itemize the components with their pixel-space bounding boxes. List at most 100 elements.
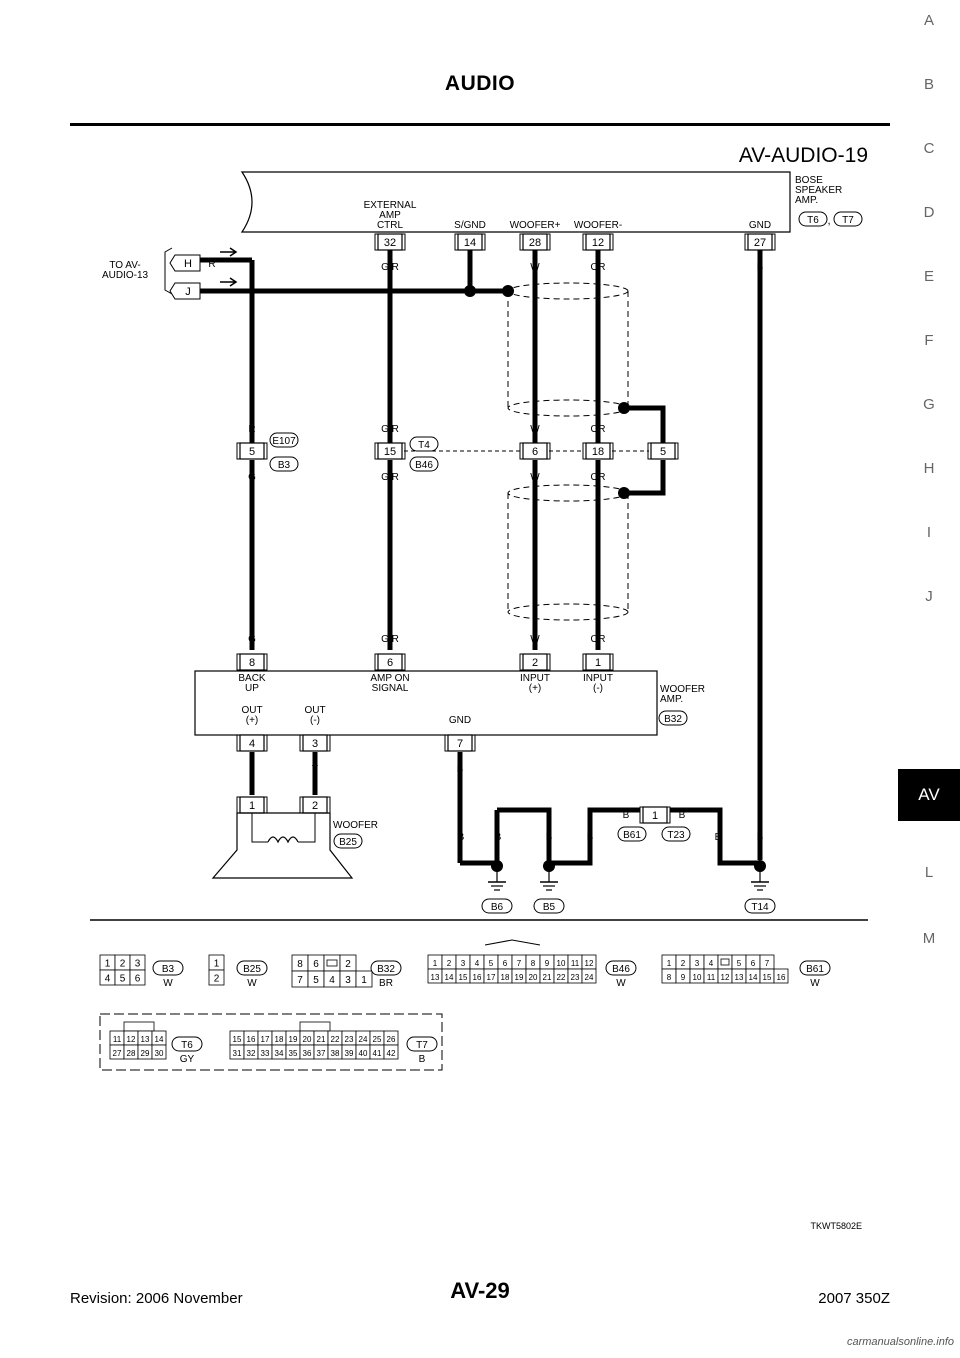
svg-text:23: 23	[345, 1035, 354, 1044]
amp-wire-top-8: G	[248, 634, 256, 645]
wire-label-b-l6: B	[757, 832, 764, 843]
view-badge-t7	[406, 1036, 438, 1052]
svg-text:5: 5	[313, 975, 319, 986]
view-badge-b32-label: B32	[377, 964, 395, 975]
shield-bottom-lower	[507, 603, 629, 621]
section-tab-g[interactable]: G	[923, 396, 935, 413]
connector-separator: ,	[827, 215, 830, 227]
svg-text:2: 2	[681, 959, 686, 968]
section-tab-i[interactable]: I	[926, 524, 932, 541]
amp-pin-label-4: OUT(+)	[241, 705, 262, 726]
svg-text:1: 1	[667, 959, 672, 968]
connector-badge-t14-label: T14	[751, 902, 769, 913]
svg-text:13: 13	[735, 973, 744, 982]
figure-code: TKWT5802E	[810, 1221, 862, 1231]
bose-pin-27-label: 27	[754, 237, 766, 249]
svg-text:16: 16	[473, 973, 482, 982]
view-badge-b25-label: B25	[243, 964, 261, 975]
wire-label-b-l5: B	[715, 832, 722, 843]
connector-badge-t23-label: T23	[667, 830, 685, 841]
section-tab-a[interactable]: A	[923, 12, 934, 29]
t6-key	[123, 1021, 155, 1032]
page-title: AUDIO	[444, 72, 516, 95]
svg-text:3: 3	[461, 959, 466, 968]
terminal-h	[169, 254, 201, 272]
svg-text:17: 17	[487, 973, 496, 982]
to-ref-brace	[164, 247, 173, 295]
svg-text:18: 18	[275, 1035, 284, 1044]
view-badge-b61	[799, 960, 831, 976]
svg-text:12: 12	[127, 1035, 136, 1044]
section-tab-b[interactable]: B	[923, 76, 934, 93]
svg-text:11: 11	[113, 1035, 122, 1044]
svg-text:19: 19	[515, 973, 524, 982]
mid-wire-top-2: W	[530, 424, 540, 435]
svg-text:16: 16	[777, 973, 786, 982]
view-color-t7: B	[419, 1054, 426, 1065]
section-tab-e[interactable]: E	[923, 268, 934, 285]
watermark: carmanualsonline.info	[846, 1336, 954, 1348]
amp-pin-top-1-label: 1	[595, 657, 601, 669]
svg-text:11: 11	[707, 973, 716, 982]
connector-badge-t4	[409, 436, 439, 452]
connector-badge-b3-label: B3	[278, 460, 291, 471]
section-tab-f[interactable]: F	[924, 332, 934, 349]
svg-text:21: 21	[317, 1035, 326, 1044]
svg-text:14: 14	[155, 1035, 164, 1044]
view-color-b46: W	[616, 978, 626, 989]
mid-pin-4-label: 5	[660, 446, 666, 458]
section-tab-h[interactable]: H	[923, 460, 935, 477]
mid-wire-top-1: G/R	[381, 424, 399, 435]
section-tab-c[interactable]: C	[923, 140, 935, 157]
svg-text:2: 2	[447, 959, 452, 968]
connector-badge-b5	[533, 898, 565, 914]
section-tab-m[interactable]: M	[922, 930, 936, 947]
svg-text:32: 32	[247, 1049, 256, 1058]
svg-text:2: 2	[214, 974, 220, 985]
bose-pin-label-28: WOOFER+	[510, 220, 561, 231]
connector-badge-b46	[409, 456, 439, 472]
bose-pin-12-label: 12	[592, 237, 604, 249]
revision-text: Revision: 2006 November	[70, 1290, 243, 1307]
amp-wire-top-2: W	[530, 634, 540, 645]
bose-pin-label-14: S/GND	[454, 220, 486, 231]
svg-text:5: 5	[489, 959, 494, 968]
section-tab-av[interactable]: AV	[898, 769, 960, 821]
svg-text:13: 13	[141, 1035, 150, 1044]
connector-badge-b32	[658, 710, 688, 726]
view-b25: 12	[208, 954, 225, 986]
svg-text:22: 22	[331, 1035, 340, 1044]
connector-badge-b6-label: B6	[491, 902, 504, 913]
wire-label-b-l4: B	[587, 832, 594, 843]
svg-text:3: 3	[345, 975, 351, 986]
connector-badge-b25-label: B25	[339, 837, 357, 848]
svg-text:1: 1	[214, 959, 220, 970]
view-color-b61: W	[810, 978, 820, 989]
joint-wire-right: B	[679, 810, 686, 821]
section-tab-l[interactable]: L	[924, 864, 934, 881]
view-color-t6: GY	[180, 1054, 195, 1065]
connector-badge-t6-label: T6	[807, 215, 819, 226]
section-tab-d[interactable]: D	[923, 204, 935, 221]
view-badge-t6	[171, 1036, 203, 1052]
mid-pin-0-label: 5	[249, 446, 255, 458]
svg-text:3: 3	[695, 959, 700, 968]
svg-text:22: 22	[557, 973, 566, 982]
section-tab-j[interactable]: J	[925, 588, 933, 605]
svg-text:7: 7	[297, 975, 303, 986]
mid-wire-top-0: R	[248, 424, 255, 435]
terminal-j-label: J	[185, 286, 191, 298]
shield-top-lower	[507, 399, 629, 417]
wire-b-g4	[549, 807, 640, 866]
svg-text:5: 5	[120, 974, 126, 985]
terminal-h-label: H	[184, 258, 192, 270]
svg-text:15: 15	[459, 973, 468, 982]
woofer-coil	[267, 836, 299, 844]
view-color-b32: BR	[379, 978, 393, 989]
woofer-amp-box	[194, 670, 658, 736]
svg-text:1: 1	[433, 959, 438, 968]
